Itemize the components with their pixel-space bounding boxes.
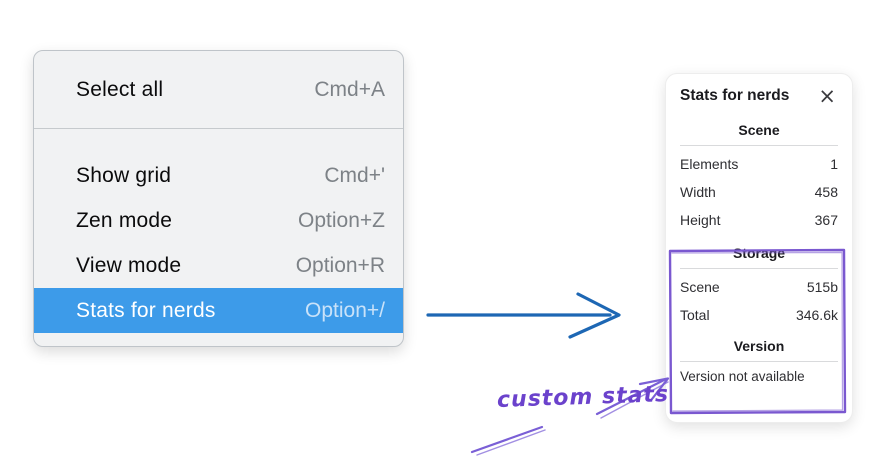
stat-value: 1	[830, 156, 838, 172]
stat-value: 367	[814, 212, 838, 228]
stat-row-height: Height 367	[680, 206, 838, 234]
stat-label: Total	[680, 307, 710, 323]
menu-divider	[34, 128, 403, 129]
menu-item-label: View mode	[76, 253, 182, 277]
menu-item-shortcut: Option+Z	[298, 208, 385, 232]
menu-item-shortcut: Cmd+'	[324, 163, 385, 187]
menu-item-stats-for-nerds[interactable]: Stats for nerds Option+/	[34, 288, 403, 333]
close-icon[interactable]: ×	[818, 84, 836, 108]
stat-value: 346.6k	[795, 307, 838, 323]
menu-item-label: Show grid	[76, 163, 172, 187]
stat-row-elements: Elements 1	[680, 150, 838, 178]
stats-panel-title: Stats for nerds	[680, 87, 790, 104]
menu-item-show-grid[interactable]: Show grid Cmd+'	[34, 153, 403, 198]
stat-row-scene-storage: Scene 515b	[680, 273, 838, 301]
flow-arrow	[426, 292, 621, 339]
stat-value: 458	[814, 184, 838, 200]
menu-item-select-all[interactable]: Select all Cmd+A	[34, 67, 403, 112]
version-note: Version not available	[680, 369, 805, 384]
stat-value: 515b	[806, 279, 838, 295]
stat-row-width: Width 458	[680, 178, 838, 206]
section-heading-scene: Scene	[738, 122, 780, 138]
context-menu: Select all Cmd+A Show grid Cmd+' Zen mod…	[33, 50, 404, 347]
stat-label: Elements	[680, 156, 739, 172]
section-heading-version: Version	[733, 338, 785, 354]
menu-item-label: Zen mode	[76, 208, 173, 232]
stats-panel-header: Stats for nerds ×	[680, 84, 838, 108]
menu-item-shortcut: Option+/	[305, 298, 385, 322]
menu-item-zen-mode[interactable]: Zen mode Option+Z	[34, 198, 403, 243]
menu-group-top: Select all Cmd+A	[34, 51, 403, 128]
menu-item-shortcut: Option+R	[295, 253, 385, 277]
stats-panel: Stats for nerds × Scene Elements 1 Width…	[665, 73, 853, 423]
menu-item-shortcut: Cmd+A	[314, 77, 385, 101]
section-divider	[680, 145, 838, 146]
stat-row-total-storage: Total 346.6k	[680, 301, 838, 329]
section-divider	[680, 268, 838, 269]
stat-label: Height	[680, 212, 721, 228]
section-divider	[680, 361, 838, 362]
section-heading-storage: Storage	[732, 245, 786, 261]
menu-item-label: Select all	[76, 77, 164, 101]
menu-item-label: Stats for nerds	[76, 298, 216, 322]
menu-item-view-mode[interactable]: View mode Option+R	[34, 243, 403, 288]
stat-label: Width	[680, 184, 716, 200]
menu-group-bottom: Show grid Cmd+' Zen mode Option+Z View m…	[34, 129, 403, 333]
stat-label: Scene	[680, 279, 720, 295]
custom-stats-label: custom stats	[496, 382, 670, 413]
